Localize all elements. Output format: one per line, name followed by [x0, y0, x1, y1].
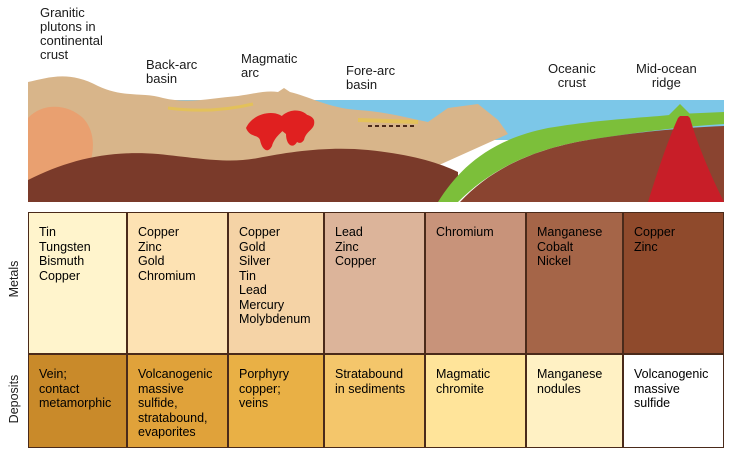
- deposits-cell: Porphyry copper; veins: [228, 354, 324, 448]
- label-magmatic-arc: Magmatic arc: [241, 51, 298, 80]
- metals-cell: Copper Zinc: [623, 212, 724, 354]
- label-oceanic-crust: Oceanic crust: [548, 61, 596, 90]
- metals-cell: Manganese Cobalt Nickel: [526, 212, 623, 354]
- metals-cell: Copper Zinc Gold Chromium: [127, 212, 228, 354]
- mantle: [28, 148, 458, 202]
- row-label-deposits: Deposits: [7, 374, 21, 424]
- fore-arc-sediment: [357, 118, 419, 124]
- metals-deposits-table: Tin Tungsten Bismuth Copper Copper Zinc …: [28, 212, 724, 448]
- label-mid-ocean-ridge: Mid-ocean ridge: [636, 61, 697, 90]
- geologic-cross-section: [28, 76, 724, 202]
- subducting-slab: [438, 112, 724, 202]
- deposits-cell: Manganese nodules: [526, 354, 623, 448]
- magma-bodies: [246, 110, 315, 151]
- deposits-cell: Volcanogenic massive sulfide: [623, 354, 724, 448]
- label-granitic-plutons: Granitic plutons in continental crust: [40, 5, 103, 62]
- metals-cell: Chromium: [425, 212, 526, 354]
- deposits-cell: Magmatic chromite: [425, 354, 526, 448]
- deposits-cell: Vein; contact metamorphic: [28, 354, 127, 448]
- ridge-magma: [648, 112, 724, 202]
- ridge-peak: [668, 104, 692, 116]
- deposits-cell: Volcanogenic massive sulfide, strataboun…: [127, 354, 228, 448]
- label-fore-arc-basin: Fore-arc basin: [346, 63, 396, 92]
- label-back-arc-basin: Back-arc basin: [146, 57, 198, 86]
- row-label-metals: Metals: [7, 260, 21, 298]
- metals-cell: Copper Gold Silver Tin Lead Mercury Moly…: [228, 212, 324, 354]
- deposits-cell: Stratabound in sediments: [324, 354, 425, 448]
- metals-cell: Lead Zinc Copper: [324, 212, 425, 354]
- back-arc-sediment: [167, 102, 254, 112]
- metals-cell: Tin Tungsten Bismuth Copper: [28, 212, 127, 354]
